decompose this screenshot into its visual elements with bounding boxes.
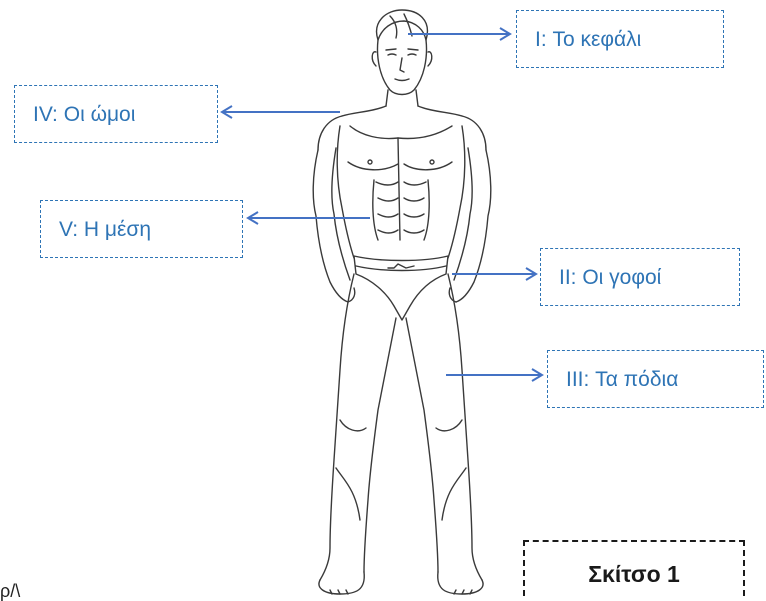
left-torso-side [337, 126, 354, 258]
label-hips: II: Οι γοφοί [540, 248, 740, 306]
left-leg-inner [364, 318, 396, 572]
left-arm [313, 150, 348, 302]
pointer-arrows [222, 34, 542, 375]
label-waist: V: Η μέση [40, 200, 243, 258]
right-leg-outer [448, 274, 482, 580]
right-leg-inner [406, 318, 438, 572]
sketch-caption: Σκίτσο 1 [523, 540, 745, 596]
left-leg-outer [320, 274, 354, 580]
human-figure-drawing [313, 10, 491, 594]
label-legs: III: Τα πόδια [547, 350, 764, 408]
right-arm [456, 150, 491, 302]
right-foot [438, 572, 483, 594]
left-foot [319, 572, 364, 594]
label-head: I: Το κεφάλι [516, 10, 724, 68]
cropped-text-fragment: ρ/\ [0, 582, 20, 600]
right-shoulder [462, 116, 486, 150]
hair [377, 10, 428, 40]
neck [386, 90, 418, 106]
right-torso-side [448, 126, 465, 258]
face [378, 40, 427, 95]
label-shoulders: IV: Οι ώμοι [14, 85, 218, 143]
